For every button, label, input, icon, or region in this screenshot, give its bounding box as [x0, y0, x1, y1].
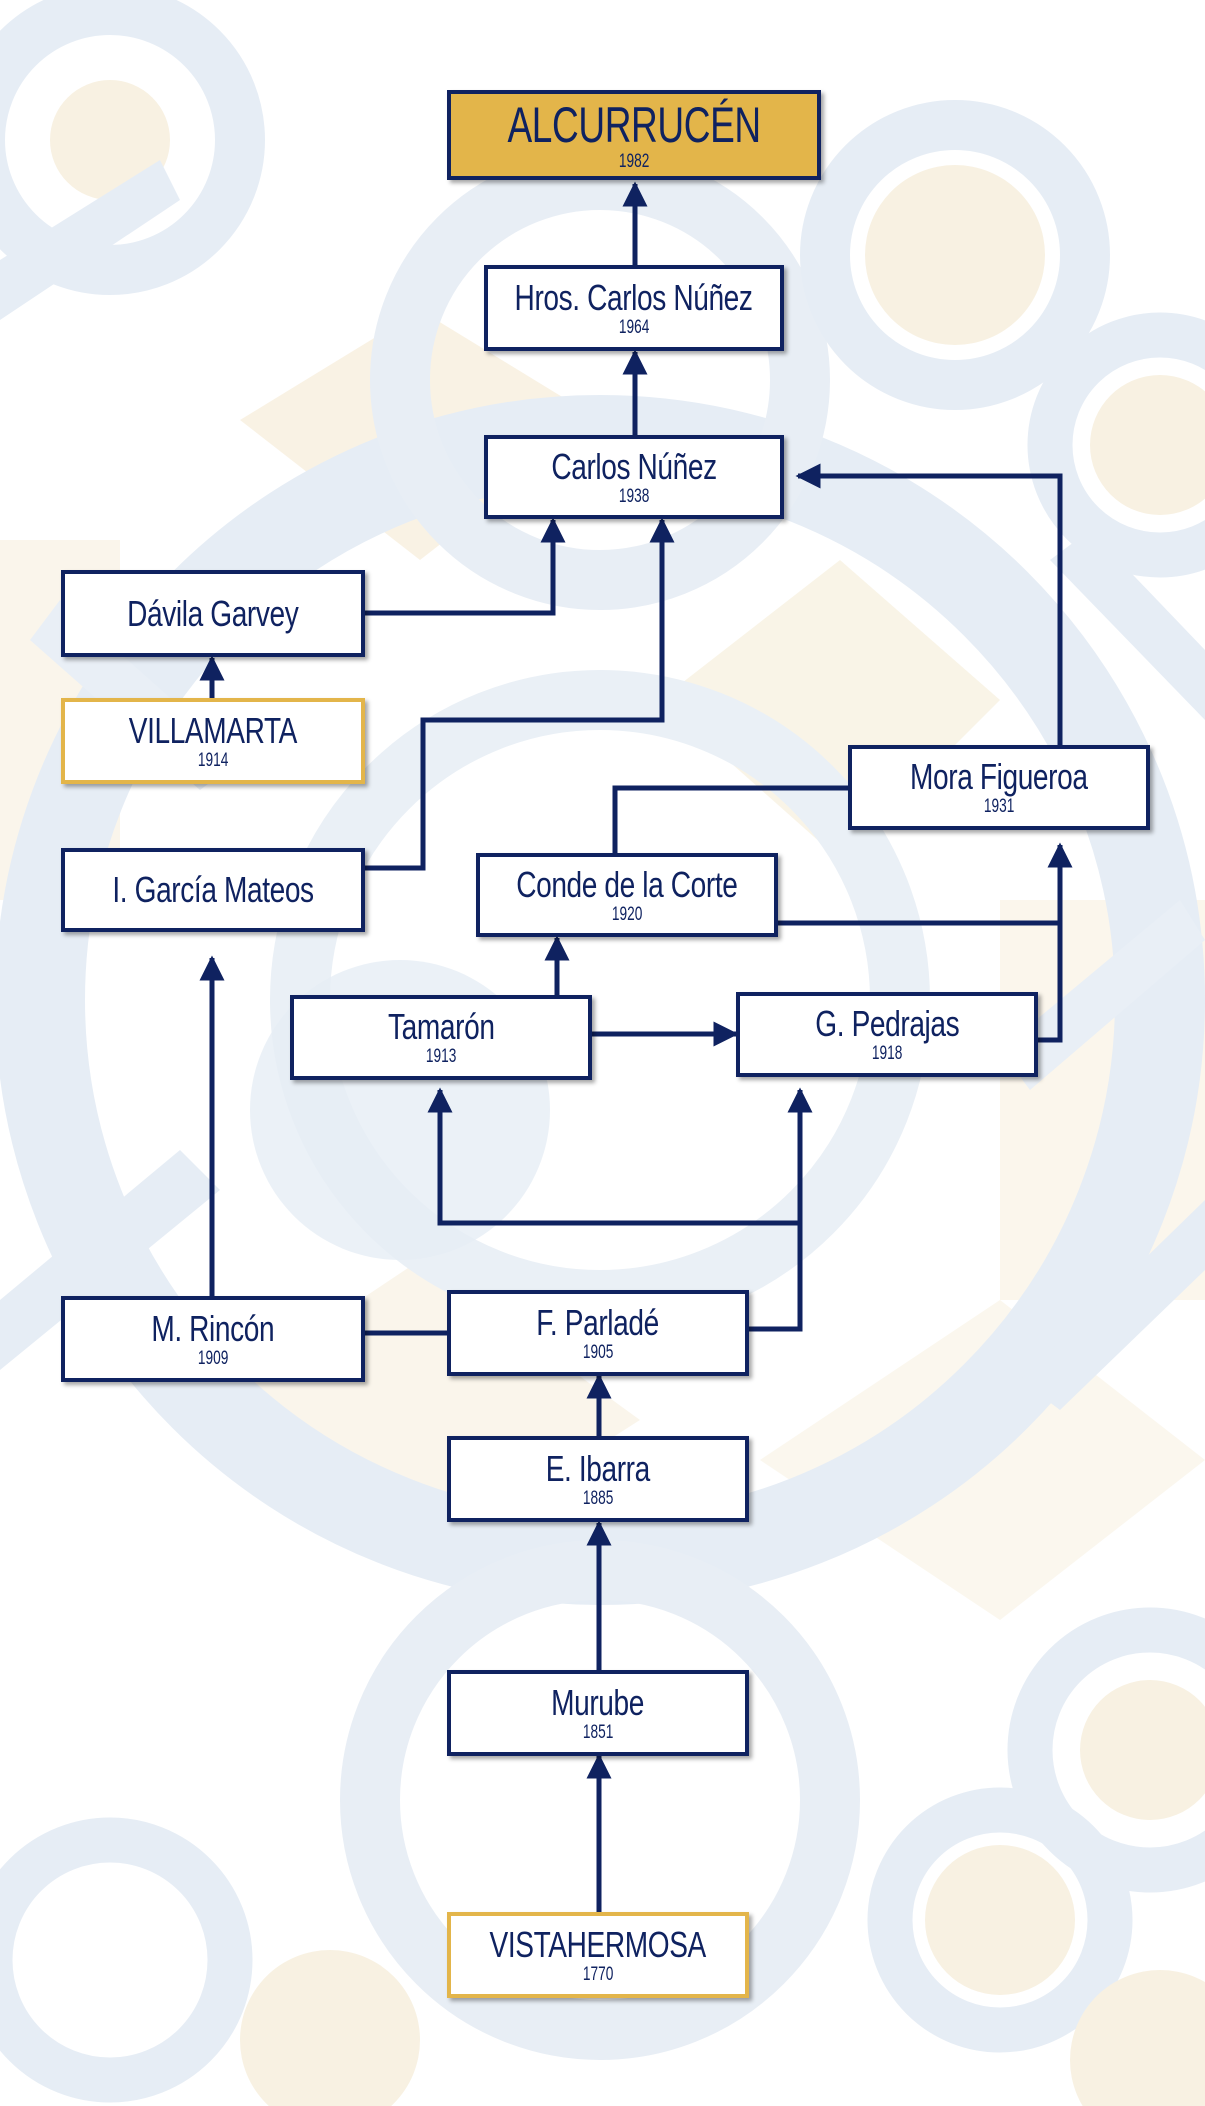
node-name: E. Ibarra — [545, 1447, 651, 1489]
node-alcurrucen: ALCURRUCÉN 1982 — [447, 90, 821, 180]
node-name: M. Rincón — [151, 1307, 275, 1349]
node-year: 1770 — [582, 1963, 614, 1985]
node-year: 1913 — [425, 1046, 457, 1067]
node-name: ALCURRUCÉN — [507, 96, 761, 153]
node-year: 1851 — [582, 1721, 614, 1743]
node-name: F. Parladé — [536, 1301, 660, 1343]
node-name: I. García Mateos — [112, 869, 314, 910]
node-name: Hros. Carlos Núñez — [515, 276, 754, 318]
node-name: Dávila Garvey — [127, 592, 299, 634]
node-conde-de-la-corte: Conde de la Corte 1920 — [476, 853, 778, 937]
node-name: Carlos Núñez — [551, 445, 717, 487]
node-year: 1918 — [871, 1043, 903, 1064]
node-name: Conde de la Corte — [516, 863, 738, 905]
node-year: 1931 — [983, 796, 1015, 817]
node-name: G. Pedrajas — [815, 1003, 959, 1044]
node-name: Tamarón — [387, 1006, 495, 1047]
node-name: VILLAMARTA — [128, 709, 298, 751]
link-pedrajas-mora — [1037, 842, 1073, 1043]
node-carlos-nunez: Carlos Núñez 1938 — [484, 435, 784, 519]
node-vistahermosa: VISTAHERMOSA 1770 — [447, 1912, 749, 1998]
node-tamaron: Tamarón 1913 — [290, 995, 592, 1080]
node-year: 1964 — [618, 316, 650, 338]
node-year: 1905 — [582, 1341, 614, 1363]
node-davila-garvey: Dávila Garvey — [61, 570, 365, 657]
node-name: Mora Figueroa — [910, 756, 1088, 797]
node-murube: Murube 1851 — [447, 1670, 749, 1756]
link-davila-carlos-nunez — [364, 517, 566, 616]
node-year: 1920 — [611, 903, 643, 925]
link-mora-carlos-nunez — [795, 463, 1063, 745]
node-year: 1982 — [618, 150, 650, 172]
node-year: 1938 — [618, 485, 650, 507]
node-year: 1909 — [197, 1347, 229, 1369]
node-i-garcia-mateos: I. García Mateos — [61, 848, 365, 932]
node-hros-carlos-nunez: Hros. Carlos Núñez 1964 — [484, 265, 784, 351]
node-g-pedrajas: G. Pedrajas 1918 — [736, 992, 1038, 1077]
node-mora-figueroa: Mora Figueroa 1931 — [848, 745, 1150, 830]
node-villamarta: VILLAMARTA 1914 — [61, 698, 365, 784]
node-year: 1885 — [582, 1487, 614, 1509]
node-name: Murube — [551, 1681, 645, 1723]
link-parlade-pedrajas — [747, 1087, 813, 1332]
node-name: VISTAHERMOSA — [489, 1923, 707, 1965]
link-conde-mora-upper — [612, 785, 848, 853]
node-e-ibarra: E. Ibarra 1885 — [447, 1436, 749, 1522]
link-garcia-mateos-carlos-nunez — [364, 517, 675, 871]
node-m-rincon: M. Rincón 1909 — [61, 1296, 365, 1382]
link-parlade-tamaron — [427, 1087, 800, 1226]
node-year: 1914 — [197, 749, 229, 771]
node-f-parlade: F. Parladé 1905 — [447, 1290, 749, 1376]
